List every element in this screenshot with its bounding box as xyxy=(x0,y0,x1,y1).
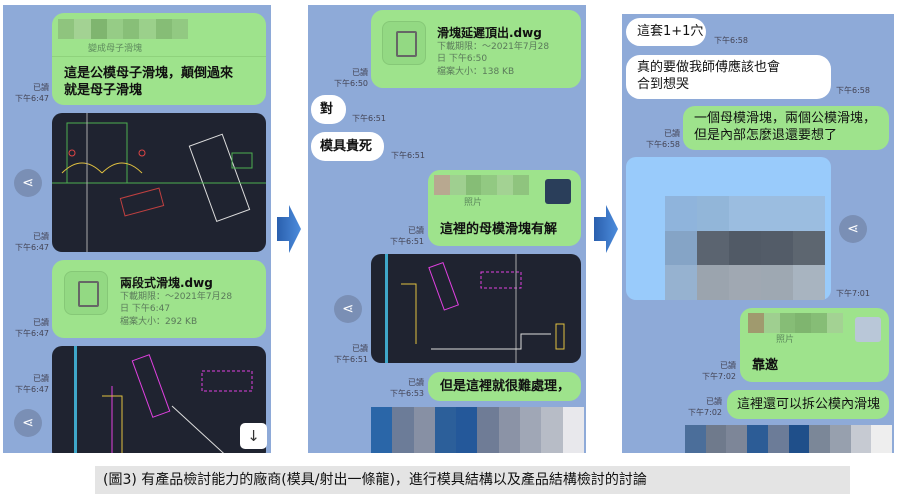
divider xyxy=(52,56,266,57)
read-receipt: 已讀下午6:51 xyxy=(390,226,424,246)
incoming-message[interactable]: 這套1+1穴 xyxy=(626,18,706,46)
share-button[interactable]: ⋖ xyxy=(14,169,42,197)
file-name: 滑塊延遲頂出.dwg xyxy=(437,26,542,40)
timestamp: 下午6:58 xyxy=(714,36,748,45)
incoming-message[interactable]: 真的要做我師傅應該也會 合到想哭 xyxy=(626,55,831,99)
quote-label: 照片 xyxy=(464,198,483,208)
read-receipt: 已讀下午7:02 xyxy=(702,361,736,381)
read-receipt: 已讀下午7:02 xyxy=(688,397,722,417)
quote-reply-bubble[interactable]: 變成母子滑塊 這是公模母子滑塊，顛倒過來 就是母子滑塊 xyxy=(52,13,266,105)
share-button[interactable]: ⋖ xyxy=(839,215,867,243)
cad-drawing xyxy=(401,254,565,363)
read-receipt: 已讀下午6:47 xyxy=(15,83,49,103)
message-line: 就是母子滑塊 xyxy=(64,83,143,98)
outgoing-message[interactable]: 但是這裡就很難處理， xyxy=(428,372,581,401)
timestamp: 下午6:51 xyxy=(352,114,386,123)
file-size: 檔案大小：138 KB xyxy=(437,67,515,77)
outgoing-message[interactable]: 這裡還可以拆公模內滑塊 xyxy=(727,390,889,419)
share-button[interactable]: ⋖ xyxy=(14,409,42,437)
blurred-avatar xyxy=(434,175,529,195)
incoming-message[interactable]: 對 xyxy=(311,95,346,124)
timestamp: 下午6:51 xyxy=(391,151,425,160)
blurred-image xyxy=(665,196,825,300)
incoming-message[interactable]: 模具貴死 xyxy=(311,132,384,161)
message-text: 模具貴死 xyxy=(320,139,373,154)
cad-image[interactable] xyxy=(52,113,266,252)
cad-drawing xyxy=(52,113,266,252)
read-receipt: 已讀下午6:47 xyxy=(15,232,49,252)
cad-image[interactable] xyxy=(371,254,581,363)
message-text: 對 xyxy=(320,102,334,117)
file-message-bubble[interactable]: 滑塊延遲頂出.dwg 下載期限：～2021年7月28 日 下午6:50 檔案大小… xyxy=(371,10,581,88)
arrow-right-icon xyxy=(594,205,618,253)
message-text: 但是這裡就很難處理， xyxy=(440,379,571,394)
read-receipt: 已讀下午6:50 xyxy=(334,68,368,88)
quote-reply-bubble[interactable]: 照片 靠邀 xyxy=(740,308,889,382)
message-line: 一個母模滑塊，兩個公模滑塊， xyxy=(694,111,877,126)
photo-thumbnail xyxy=(545,179,571,204)
read-receipt: 已讀下午6:47 xyxy=(15,318,49,338)
message-line: 但是內部怎麼退還要想了 xyxy=(694,128,838,143)
timestamp: 下午7:01 xyxy=(836,289,870,298)
chat-panel-2: 滑塊延遲頂出.dwg 下載期限：～2021年7月28 日 下午6:50 檔案大小… xyxy=(308,5,586,453)
message-line: 合到想哭 xyxy=(637,77,690,92)
file-name: 兩段式滑塊.dwg xyxy=(120,276,213,290)
cad-line xyxy=(74,346,77,453)
file-expiry: 日 下午6:47 xyxy=(120,304,171,314)
file-size: 檔案大小：292 KB xyxy=(120,317,198,327)
photo-thumbnail xyxy=(855,317,881,342)
message-text: 這裡的母模滑塊有解 xyxy=(440,222,558,237)
blurred-image[interactable] xyxy=(371,407,584,453)
chat-panel-1: 變成母子滑塊 這是公模母子滑塊，顛倒過來 就是母子滑塊 已讀下午6:47 ⋖ 已… xyxy=(3,5,271,453)
file-icon xyxy=(64,271,108,315)
photo-message[interactable] xyxy=(626,157,831,300)
cad-line xyxy=(385,254,388,363)
quote-label: 照片 xyxy=(776,335,795,345)
arrow-right-icon xyxy=(277,205,301,253)
file-expiry: 日 下午6:50 xyxy=(437,54,488,64)
file-expiry: 下載期限：～2021年7月28 xyxy=(437,42,550,52)
blurred-image[interactable] xyxy=(685,425,892,453)
timestamp: 下午6:58 xyxy=(836,86,870,95)
chat-panel-3: 這套1+1穴 下午6:58 真的要做我師傅應該也會 合到想哭 下午6:58 一個… xyxy=(622,14,894,453)
read-receipt: 已讀下午6:58 xyxy=(646,129,680,149)
quote-label: 變成母子滑塊 xyxy=(88,44,143,54)
figure-caption: (圖3) 有產品檢討能力的廠商(模具/射出一條龍)，進行模具結構以及產品結構檢討… xyxy=(95,466,850,494)
quote-reply-bubble[interactable]: 照片 這裡的母模滑塊有解 xyxy=(428,170,581,246)
cad-drawing xyxy=(102,354,253,453)
message-text: 這裡還可以拆公模內滑塊 xyxy=(737,397,881,412)
message-text: 靠邀 xyxy=(752,358,779,373)
read-receipt: 已讀下午6:47 xyxy=(15,374,49,394)
outgoing-message[interactable]: 一個母模滑塊，兩個公模滑塊， 但是內部怎麼退還要想了 xyxy=(683,106,889,150)
file-icon xyxy=(382,21,426,65)
download-button[interactable]: ↓ xyxy=(240,423,267,449)
cad-image[interactable] xyxy=(52,346,266,453)
message-line: 真的要做我師傅應該也會 xyxy=(637,60,781,75)
file-expiry: 下載期限：～2021年7月28 xyxy=(120,292,233,302)
blurred-avatar xyxy=(748,313,843,333)
message-line: 這是公模母子滑塊，顛倒過來 xyxy=(64,66,234,81)
message-text: 這套1+1穴 xyxy=(637,24,704,39)
file-message-bubble[interactable]: 兩段式滑塊.dwg 下載期限：～2021年7月28 日 下午6:47 檔案大小：… xyxy=(52,260,266,338)
read-receipt: 已讀下午6:53 xyxy=(390,378,424,398)
read-receipt: 已讀下午6:51 xyxy=(334,344,368,364)
share-button[interactable]: ⋖ xyxy=(334,295,362,323)
blurred-avatar xyxy=(58,19,188,39)
